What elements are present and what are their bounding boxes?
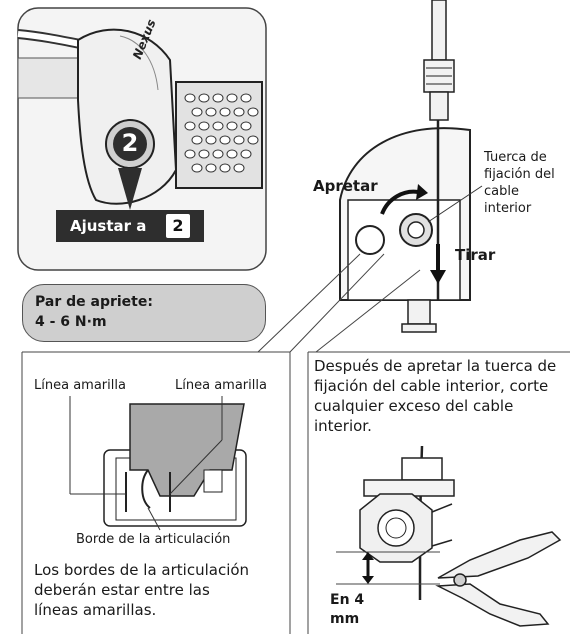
shifter-body [77, 28, 178, 205]
adjust-label: Ajustar a [70, 217, 147, 235]
tighten-label: Apretar [313, 177, 378, 195]
hub-drawing [339, 0, 471, 333]
joint-instruction-line1: Los bordes de la articulación [34, 561, 250, 579]
torque-box: Par de apriete: 4 - 6 N·m [22, 284, 266, 342]
pull-label: Tirar [455, 246, 496, 264]
measure-unit: mm [330, 611, 360, 627]
cutting-pliers [435, 531, 562, 627]
torque-value: 4 - 6 N·m [35, 314, 107, 330]
yellow-line-left-label: Línea amarilla [34, 378, 126, 393]
torque-title: Par de apriete: [35, 294, 153, 310]
joint-instruction-line2: deberán estar entre las [34, 581, 210, 599]
joint-instruction-line3: líneas amarillas. [34, 601, 157, 619]
yellow-line-right-label: Línea amarilla [175, 378, 267, 393]
dial-number: 2 [121, 129, 139, 157]
adjust-badge: Ajustar a 2 [56, 210, 204, 242]
callout-leader-left [257, 253, 361, 353]
measure-value: En 4 [330, 592, 365, 608]
cut-instruction-line1: Después de apretar la tuerca de [314, 357, 557, 375]
grip-texture [184, 93, 259, 173]
tighten-arrow [380, 189, 419, 215]
joint-marker [355, 225, 385, 255]
callout-leader-right [315, 269, 421, 353]
shifter-panel [17, 7, 267, 271]
joint-edge-label: Borde de la articulación [76, 532, 231, 547]
nut-label-line4: interior [484, 201, 532, 216]
nut-label-line2: fijación del [484, 167, 555, 182]
nut-label-line1: Tuerca de [484, 150, 547, 165]
nut-leader [427, 185, 483, 223]
cut-instruction-line2: fijación del cable interior, corte [314, 377, 549, 395]
cut-instruction-line3: cualquier exceso del cable [314, 397, 514, 415]
adjust-number: 2 [166, 214, 190, 238]
cut-instruction-line4: interior. [314, 417, 372, 435]
cut-detail-panel [307, 351, 570, 634]
nut-label-line3: cable [484, 184, 519, 199]
joint-lever [129, 403, 245, 497]
joint-detail-panel [21, 351, 291, 634]
